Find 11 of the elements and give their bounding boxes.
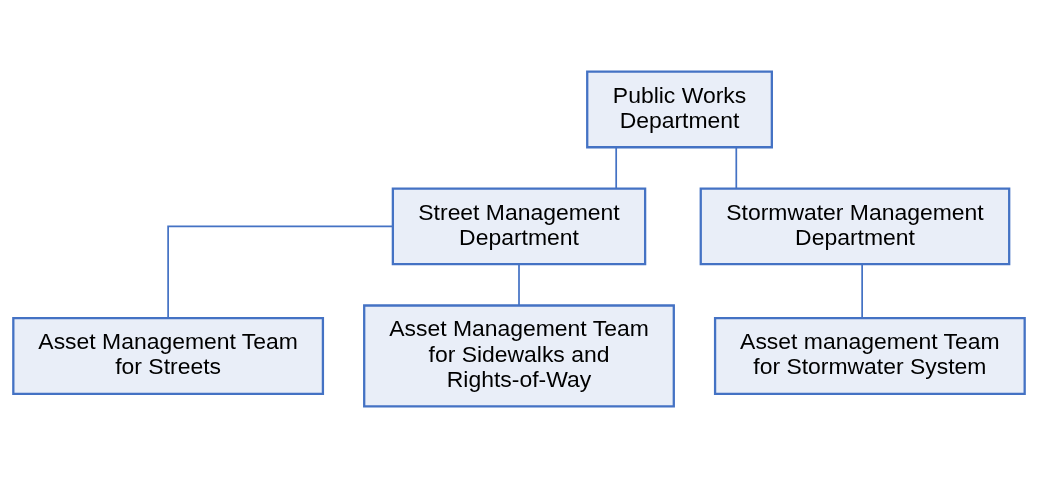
connector	[518, 263, 520, 306]
node-box: Street Management Department	[391, 186, 647, 265]
node-box: Asset management Team for Stormwater System	[713, 316, 1026, 395]
connector	[735, 146, 738, 189]
node-box: Asset Management Team for Sidewalks and Rights-of-Way	[363, 303, 675, 408]
node-box: Public Works Department	[586, 69, 773, 148]
connector	[615, 146, 618, 189]
node-box: Asset Management Team for Streets	[12, 316, 325, 395]
connector	[861, 263, 863, 319]
node-box: Stormwater Management Department	[699, 186, 1011, 265]
connector	[167, 225, 394, 319]
